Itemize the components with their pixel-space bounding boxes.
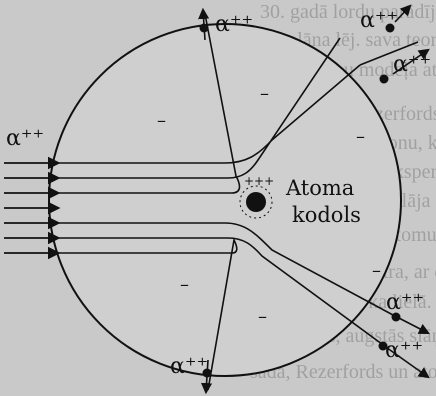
nucleus-title-line-1: Atoma (286, 176, 354, 200)
alpha-label-top-right-lower: α⁺⁺ (393, 54, 431, 76)
nucleus-charges-label: +++ (244, 175, 274, 187)
nucleus-title-line-2: kodols (292, 203, 361, 227)
electron-minus-sign: – (356, 128, 365, 146)
alpha-label-incoming: α⁺⁺ (6, 128, 44, 150)
alpha-label-top: α⁺⁺ (215, 14, 253, 36)
electron-minus-sign: – (372, 262, 381, 280)
nucleus-core (246, 192, 266, 212)
alpha-particle-dot (200, 24, 209, 33)
alpha-label-right: α⁺⁺ (386, 292, 424, 314)
atom-circle (49, 24, 401, 376)
alpha-label-right-lower: α⁺⁺ (385, 340, 423, 362)
alpha-label-bottom: α⁺⁺ (170, 356, 208, 378)
alpha-particle-dot (380, 75, 389, 84)
electron-minus-sign: – (258, 308, 267, 326)
electron-minus-sign: – (260, 85, 269, 103)
alpha-label-top-right: α⁺⁺ (360, 10, 398, 32)
electron-minus-sign: – (157, 112, 166, 130)
electron-minus-sign: – (180, 276, 189, 294)
